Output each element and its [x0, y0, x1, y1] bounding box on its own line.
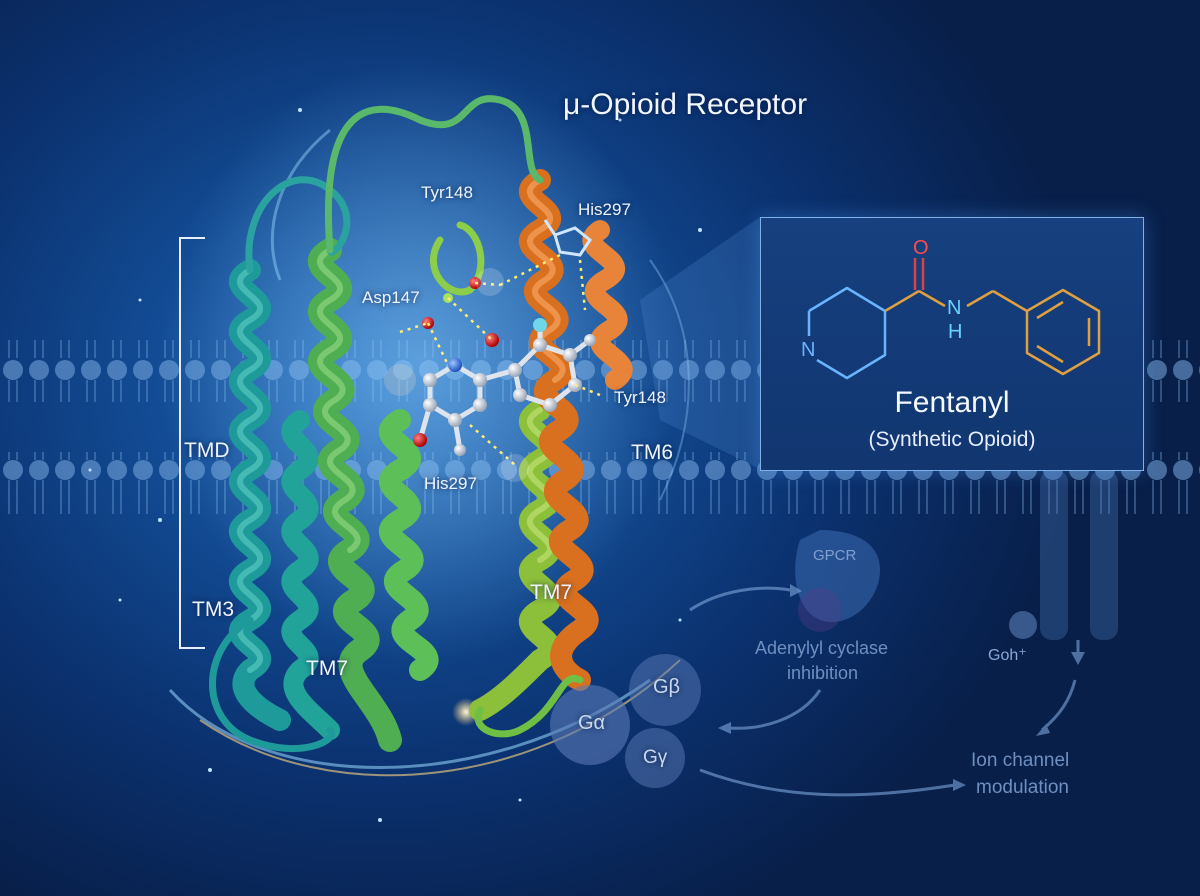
domain-label-tm7-center: TM7: [530, 581, 572, 604]
g-gamma-shape: [625, 728, 685, 788]
gpcr-label: GPCR: [813, 547, 857, 564]
signaling-pathway: [550, 470, 1118, 797]
asp-highlight: [384, 364, 416, 396]
gpcr-shape: [795, 530, 880, 622]
g-beta-shape: [629, 654, 701, 726]
g-alpha-shape: [550, 685, 630, 765]
g-gamma-label: Gγ: [643, 747, 668, 768]
interaction-lines: [399, 253, 601, 466]
zoom-connector: [640, 217, 760, 469]
residue-label-his297-lower: His297: [424, 474, 477, 493]
his297-highlight: [501, 454, 529, 482]
arrow-to-ion-label: [1041, 679, 1077, 732]
domain-label-tm7-left: TM7: [306, 657, 348, 680]
tyr148-highlight: [476, 268, 504, 296]
his297-side-chain: [543, 219, 593, 257]
ligand-molecule: [413, 277, 596, 456]
ion-channel-label-line1: Ion channel: [971, 750, 1070, 771]
goh-ball: [1009, 611, 1037, 639]
fentanyl-structure: O N N H: [801, 237, 1101, 380]
arrow-to-ion: [699, 768, 956, 797]
compound-class: (Synthetic Opioid): [868, 428, 1036, 451]
residue-label-tyr148-top: Tyr148: [421, 183, 473, 202]
residue-label-tyr148-right: Tyr148: [614, 388, 666, 407]
sparkles: [88, 108, 702, 822]
diagram-title: μ-Opioid Receptor: [563, 88, 808, 121]
arrow-to-gpcr: [689, 586, 791, 612]
atom-label-n-amide: N: [947, 297, 961, 319]
ion-channel-label-line2: modulation: [976, 777, 1069, 798]
compound-name: Fentanyl: [894, 386, 1010, 419]
atom-label-n-ring: N: [801, 339, 815, 361]
residue-label-his297-top: His297: [578, 200, 631, 219]
atom-label-h-amide: H: [948, 321, 962, 343]
adenylyl-label-line1: Adenylyl cyclase: [755, 638, 889, 658]
structure-inset: O N N H Fentanyl (Synthetic Opioid): [760, 217, 1144, 471]
atom-label-o: O: [913, 237, 929, 259]
goh-label: Goh⁺: [988, 647, 1027, 664]
residue-label-asp147: Asp147: [362, 288, 420, 307]
domain-label-tm6: TM6: [631, 441, 673, 464]
g-alpha-label: Gα: [578, 712, 606, 734]
g-beta-label: Gβ: [653, 676, 681, 698]
ion-channel-shape: [1040, 470, 1118, 640]
extracellular-loops: [209, 95, 584, 752]
tmd-bracket: [179, 237, 205, 649]
domain-label-tmd: TMD: [184, 439, 230, 462]
arrow-to-galpha: [729, 689, 822, 730]
helix-tm7-teal: [229, 259, 340, 740]
domain-label-tm3: TM3: [192, 598, 234, 621]
helix-tm3-green: [308, 238, 439, 752]
adenylyl-label-line2: inhibition: [787, 663, 859, 683]
